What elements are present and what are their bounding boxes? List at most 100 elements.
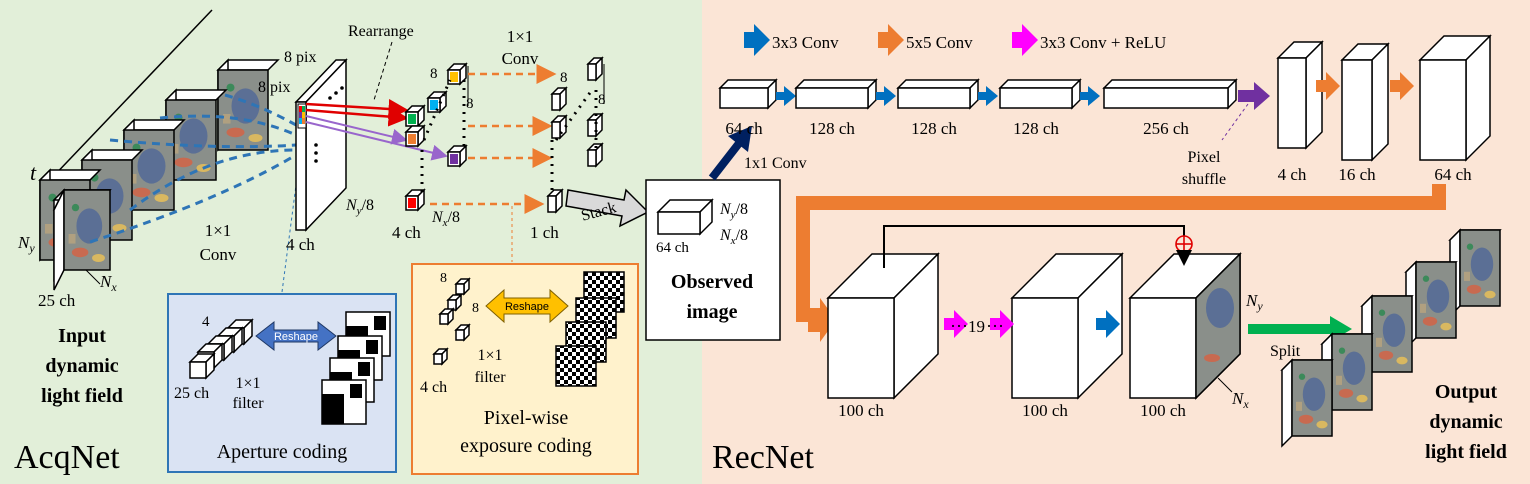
plate-3 [586,112,604,138]
rearranged-cube-5 [446,144,468,168]
acqnet-label: AcqNet [14,439,120,476]
recnet-label: RecNet [712,439,815,476]
pixel-shuffle-1: Pixel [1188,149,1221,166]
upsample-channel-1: 4 ch [1278,165,1307,184]
pix8-label-b: 8 pix [258,79,290,96]
skip-connection [883,225,1193,268]
observed-image-box: 64 ch Ny/8 Nx/8 Observed image [645,179,781,341]
ny8-label: Ny/8 [345,197,374,217]
aperture-reshape-arrow: Reshape [255,320,337,352]
conv2-label-2: Conv [502,49,539,68]
output-title-1: Output [1435,381,1498,403]
aperture-mask-stack [321,311,391,425]
output-frame-2 [1404,260,1458,350]
exposure-filter-cubes [432,277,471,366]
stack-arrow: Stack [565,188,650,228]
rearranged-cubes [404,62,468,212]
exposure-cube-1 [454,277,471,296]
output-frame-1 [1448,228,1502,318]
rearranged-cube-3 [404,104,426,128]
exposure-eight-b: 8 [472,301,479,316]
grid-eight-a: 8 [430,66,438,82]
exposure-title-1: Pixel-wise [484,407,569,429]
conv1x1-arrow: 1x1 Conv [708,126,807,181]
encoder-channel-5: 256 ch [1143,119,1189,138]
decoder-connector [796,184,1446,342]
nx8-label: Nx/8 [431,209,460,229]
plates-eight-a: 8 [560,70,568,86]
observed-title-2: image [686,301,737,323]
conv1x1-label: 1x1 Conv [744,155,807,172]
pixel-shuffle-2: shuffle [1182,171,1226,188]
plate-2 [550,86,568,112]
observed-nx: Nx/8 [719,227,748,247]
observed-title-1: Observed [671,271,753,293]
aperture-filter-5 [188,352,216,380]
plate-1 [586,56,604,82]
input-title-3: light field [41,385,123,407]
single-channel-plates [546,56,604,214]
plate-4 [550,114,568,140]
aperture-reshape-label: Reshape [274,331,318,343]
upsample-arrow-2 [1390,72,1414,100]
exposure-conv-arrows [430,64,557,214]
upsample-channel-2: 16 ch [1338,165,1376,184]
input-channels-label: 25 ch [38,291,76,310]
exposure-cube-5 [432,347,449,366]
rearrange-label: Rearrange [348,23,414,40]
encoder-block-5 [1102,78,1238,110]
svg-text:3x3 Conv: 3x3 Conv [772,33,839,52]
observed-ny: Ny/8 [719,201,748,221]
svg-text:5x5 Conv: 5x5 Conv [906,33,973,52]
upsample-block-3 [1418,34,1492,162]
encoder-block-2 [794,78,878,110]
upsample-blocks: 4 ch 16 ch 64 ch [1276,34,1492,184]
input-frames [38,58,280,291]
exposure-cube-3 [438,307,455,326]
plates-channels: 1 ch [530,223,559,242]
exposure-title-2: exposure coding [460,435,592,457]
exposure-channels: 4 ch [420,379,447,396]
aperture-channels: 25 ch [174,385,209,402]
output-title-3: light field [1425,441,1507,463]
conv2-label-1: 1×1 [507,27,534,46]
aperture-conv-1: 1×1 [205,221,232,240]
output-frame-5 [1280,358,1334,448]
residual-block-3 [1128,252,1242,400]
exposure-pattern-stack [555,271,625,387]
rearranged-cube-4 [404,124,426,148]
time-axis-arrow [46,9,213,184]
observed-channels: 64 ch [656,240,689,256]
legend: 3x3 Conv 5x5 Conv 3x3 Conv + ReLU [744,24,1166,56]
exposure-eight-a: 8 [440,271,447,286]
time-label: t [30,160,37,185]
rearranged-cube-2 [426,90,448,114]
residual-block-1 [826,252,940,400]
encoder-channel-3: 128 ch [911,119,957,138]
exposure-cube-2 [446,293,463,312]
encoder-channel-2: 128 ch [809,119,855,138]
svg-text:3x3 Conv + ReLU: 3x3 Conv + ReLU [1040,33,1166,52]
aperture-mask-4 [321,379,367,425]
residual-channel-1: 100 ch [838,401,884,420]
nx-tick [85,269,101,285]
rearranged-grid-dots [420,79,466,196]
residual-arrow-2 [990,310,1014,338]
upsample-channel-3: 64 ch [1434,165,1472,184]
exposure-reshape-arrow: Reshape [485,288,569,324]
input-frame-front [52,188,112,291]
input-light-field-stack: t Ny Nx 25 ch Input dynamic light field [17,9,280,407]
exposure-coding-box: 8 8 4 ch 1×1 filter Reshape Pixel-wise e… [411,263,639,475]
legend-3x3-conv: 3x3 Conv [744,24,839,56]
legend-5x5-conv: 5x5 Conv [878,24,973,56]
encoder-block-4 [998,78,1082,110]
input-ny-label: Ny [17,233,35,255]
repeat-dots-right: ··· [986,316,1004,336]
residual-channel-2: 100 ch [1022,401,1068,420]
pix8-label-a: 8 pix [284,49,316,66]
encoder-block-3 [896,78,980,110]
